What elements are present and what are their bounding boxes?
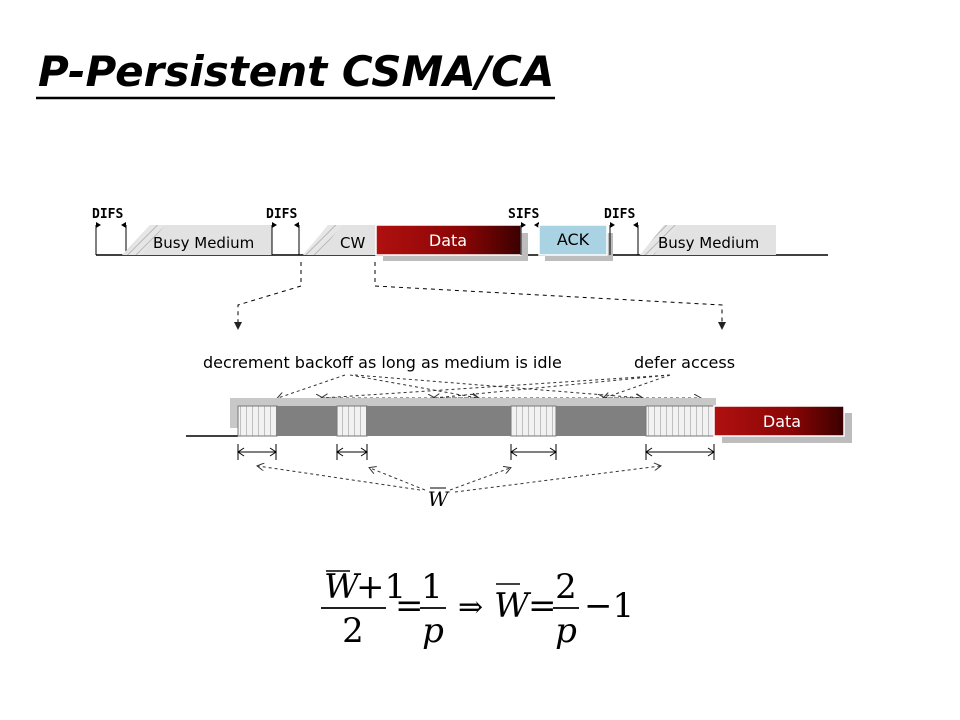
formula-lhs-num-var: W [324, 567, 362, 607]
zoom-connector-right [374, 262, 726, 330]
ack-label: ACK [557, 230, 590, 249]
cw-label: CW [340, 234, 365, 252]
difs-label-3: DIFS [604, 207, 635, 222]
backoff-slots-1 [237, 405, 278, 437]
interval-markers [237, 444, 715, 460]
busy-medium-label-2: Busy Medium [658, 234, 759, 252]
busy-medium-label-1: Busy Medium [153, 234, 254, 252]
formula-eq-1: = [395, 586, 424, 626]
data-frame-bottom [713, 405, 845, 437]
formula-eq-2: = [528, 586, 557, 626]
backoff-slots-3 [510, 405, 557, 437]
zoom-connectors [234, 262, 726, 330]
formula-frac2-den: p [555, 611, 577, 651]
cw-block [303, 225, 376, 255]
busy-medium-block-2 [640, 225, 776, 255]
backoff-slots-2 [336, 405, 368, 437]
busy-gray-3 [556, 406, 646, 436]
zoom-connector-left [234, 262, 302, 330]
sifs-label: SIFS [508, 207, 539, 222]
page-title: P-Persistent CSMA/CA [38, 47, 554, 96]
formula-implies: ⇒ [458, 590, 483, 625]
formula: W +1 2 = 1 p ⇒ W = 2 p −1 [321, 567, 634, 651]
formula-lhs-num-rest: +1 [356, 567, 406, 607]
difs-label-2: DIFS [266, 207, 297, 222]
top-timeline: DIFS Busy Medium DIFS CW Data [92, 207, 828, 261]
formula-var-2: W [494, 586, 532, 626]
w-bar-label: W [428, 487, 450, 511]
formula-rhs-num: 1 [421, 567, 443, 607]
defer-access-text: defer access [634, 353, 735, 372]
backoff-slots-4 [645, 405, 715, 437]
difs-marker-1 [95, 222, 127, 255]
annotation-arrows [278, 374, 671, 398]
formula-minus-one: −1 [584, 586, 634, 626]
formula-frac2-num: 2 [555, 567, 577, 607]
w-arrows [258, 466, 660, 493]
difs-marker-3 [609, 222, 639, 255]
difs-label-1: DIFS [92, 207, 123, 222]
formula-lhs-den: 2 [342, 611, 364, 651]
busy-gray-1 [277, 406, 337, 436]
ack-frame [538, 224, 613, 261]
formula-rhs-den: p [422, 611, 444, 651]
backoff-timeline [186, 398, 852, 443]
decrement-backoff-text: decrement backoff as long as medium is i… [203, 353, 562, 372]
data-label-bottom: Data [763, 412, 801, 431]
busy-gray-2 [367, 406, 511, 436]
data-label-top: Data [429, 231, 467, 250]
busy-medium-block-1 [122, 225, 272, 255]
difs-marker-2 [271, 222, 300, 255]
